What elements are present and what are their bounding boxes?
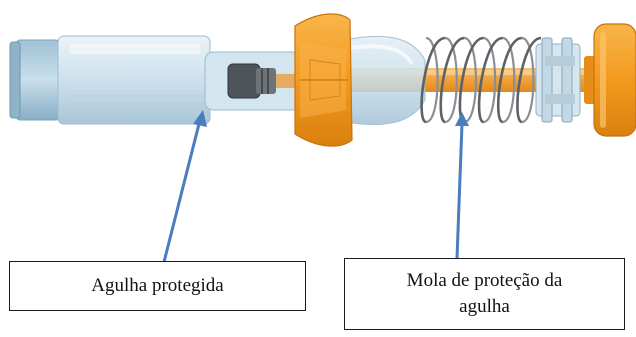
spring-coil-back	[521, 36, 535, 124]
spring-coil-front	[477, 36, 504, 124]
spring-coil-back	[463, 36, 477, 124]
spring-coil-back	[483, 36, 497, 124]
rear-clip	[535, 37, 581, 123]
spring-label: Mola de proteção da agulha	[344, 258, 625, 330]
spring-coil-back	[502, 36, 516, 124]
spring-coil-back	[444, 36, 458, 124]
needle-leader-arrow	[162, 110, 207, 263]
spring-coil-front	[420, 36, 446, 124]
spring-coil-front	[496, 36, 523, 124]
transparent-housing	[344, 36, 426, 126]
needle-label: Agulha protegida	[9, 261, 306, 311]
spring-coil-front	[439, 36, 465, 124]
needle-barrel	[9, 35, 211, 125]
protection-spring	[420, 36, 542, 124]
needle-hub	[204, 51, 308, 111]
spring-coil-front	[516, 36, 542, 124]
spring-leader-arrow	[455, 112, 469, 259]
spring-coil-back	[425, 36, 439, 124]
orange-collar	[294, 13, 353, 147]
orange-end-cap	[584, 23, 636, 137]
